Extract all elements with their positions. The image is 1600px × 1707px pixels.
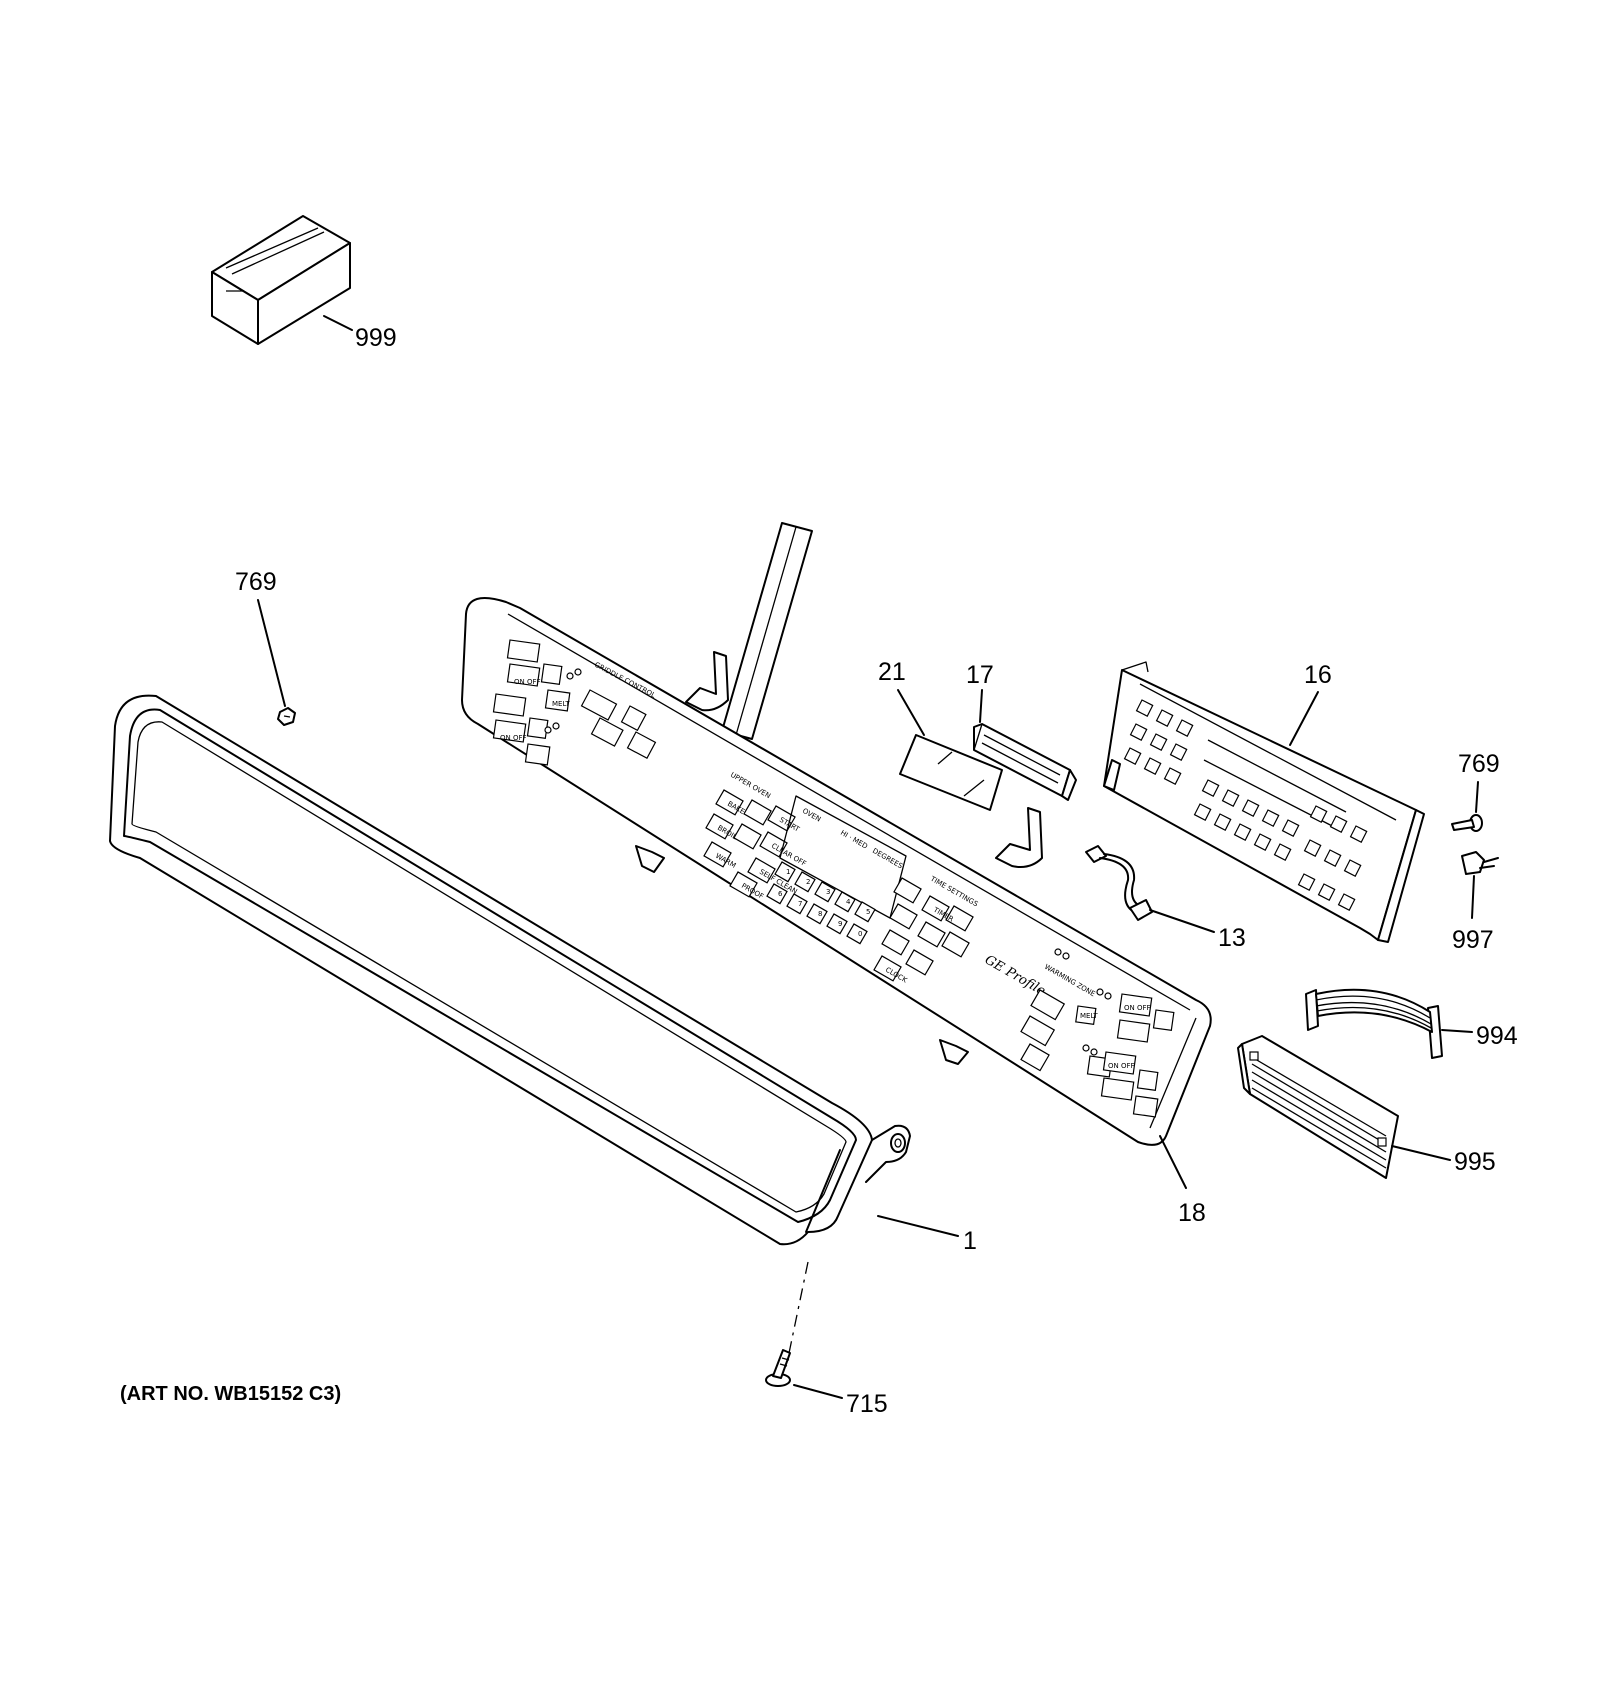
panel-keypad: 1 2 3 4 5 6 7 8 9 0	[766, 861, 876, 945]
fastener-guide-line	[787, 1261, 809, 1359]
callout-17: 17	[966, 661, 994, 723]
callout-1: 1	[877, 1215, 977, 1255]
callout-16: 16	[1289, 661, 1332, 746]
svg-text:ON OFF: ON OFF	[1108, 1062, 1135, 1070]
svg-text:997: 997	[1452, 926, 1494, 954]
svg-text:16: 16	[1304, 661, 1332, 689]
part-994-ribbon-cable	[1305, 988, 1443, 1059]
callout-715: 715	[793, 1384, 888, 1418]
svg-text:17: 17	[966, 661, 994, 689]
svg-text:3: 3	[826, 888, 830, 896]
part-1-trim-frame	[109, 694, 911, 1246]
part-715-screw	[765, 1349, 791, 1387]
part-13-wire-harness	[1085, 845, 1153, 921]
callout-994: 994	[1441, 1022, 1518, 1050]
panel-left-controls: MELT ON OFF ON OFF GRIDDLE CONTROL	[492, 639, 657, 766]
svg-text:994: 994	[1476, 1022, 1518, 1050]
part-18-control-panel: MELT ON OFF ON OFF GRIDDLE CONTROL UPPER…	[461, 522, 1212, 1146]
svg-text:4: 4	[846, 898, 851, 906]
svg-text:MELT: MELT	[552, 700, 570, 708]
svg-text:13: 13	[1218, 924, 1246, 952]
callout-995: 995	[1391, 1145, 1496, 1176]
callout-769-left: 769	[235, 568, 286, 707]
part-999-carton	[211, 215, 351, 345]
svg-text:ON OFF: ON OFF	[514, 678, 541, 686]
svg-text:2: 2	[806, 878, 810, 886]
svg-text:6: 6	[778, 890, 783, 898]
svg-text:MELT: MELT	[1080, 1012, 1098, 1020]
part-16-control-board	[1103, 661, 1425, 943]
callout-999: 999	[323, 315, 397, 352]
svg-text:715: 715	[846, 1390, 888, 1418]
svg-text:0: 0	[858, 930, 862, 938]
svg-text:9: 9	[838, 920, 842, 928]
part-21-display-lens	[899, 734, 1003, 811]
part-17-display-module	[973, 723, 1077, 801]
svg-text:21: 21	[878, 658, 906, 686]
callout-13: 13	[1149, 909, 1246, 952]
part-995-cable-cover	[1237, 1035, 1399, 1179]
svg-text:1: 1	[786, 868, 790, 876]
svg-text:5: 5	[866, 908, 870, 916]
part-769-clip-left	[277, 707, 296, 726]
svg-text:1: 1	[963, 1227, 977, 1255]
callout-21: 21	[878, 658, 925, 736]
svg-text:769: 769	[1458, 750, 1500, 778]
part-997-connector	[1461, 851, 1499, 875]
svg-text:18: 18	[1178, 1199, 1206, 1227]
svg-text:7: 7	[798, 900, 802, 908]
svg-text:ON OFF: ON OFF	[1124, 1004, 1151, 1012]
part-769-screw-right	[1451, 814, 1483, 832]
svg-text:995: 995	[1454, 1148, 1496, 1176]
svg-text:8: 8	[818, 910, 822, 918]
svg-text:ON OFF: ON OFF	[500, 734, 527, 742]
svg-text:999: 999	[355, 324, 397, 352]
svg-text:769: 769	[235, 568, 277, 596]
art-number: (ART NO. WB15152 C3)	[120, 1383, 341, 1405]
callout-997: 997	[1452, 875, 1494, 954]
callout-18: 18	[1159, 1135, 1206, 1227]
callout-769-right: 769	[1458, 750, 1500, 813]
part-16-relays	[1123, 699, 1368, 911]
